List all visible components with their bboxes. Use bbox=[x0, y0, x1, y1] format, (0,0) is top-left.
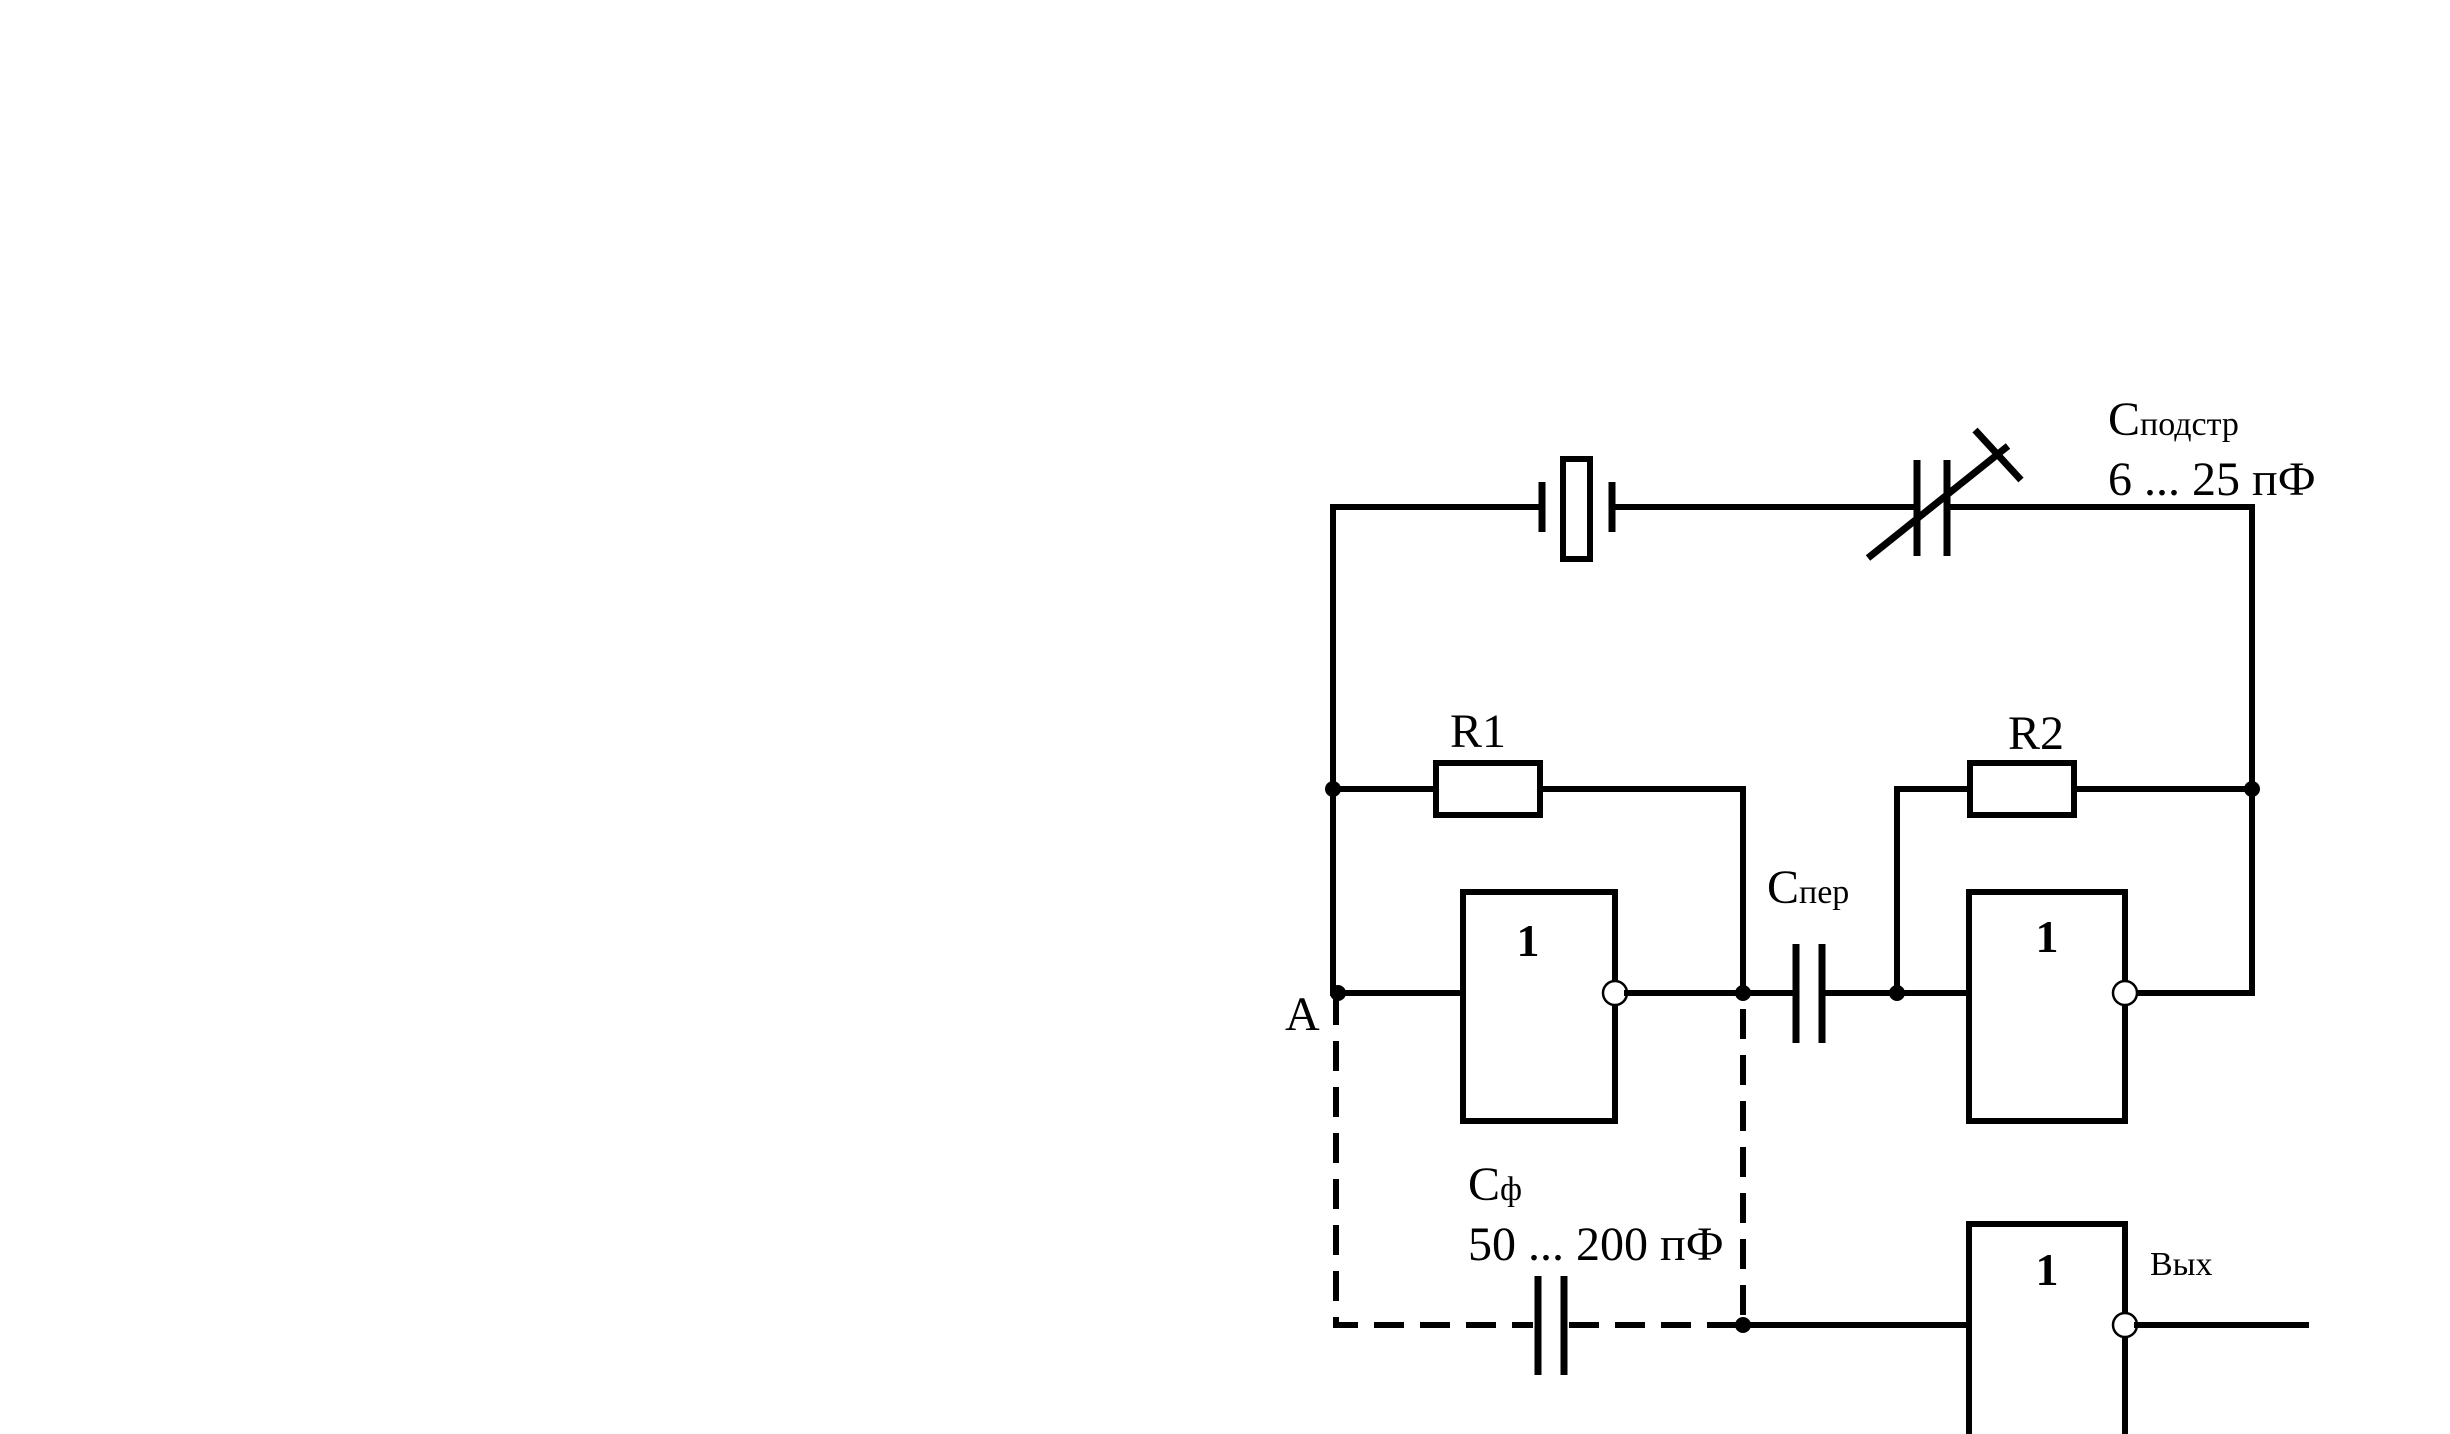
node-a-label: A bbox=[1285, 988, 1320, 1041]
filter-cap-label: Cф bbox=[1468, 1158, 1522, 1211]
junction-gate1-out bbox=[1735, 985, 1751, 1001]
trimmer-cap-range: 6 ... 25 пФ bbox=[2108, 453, 2316, 506]
junction-r2-right bbox=[2244, 781, 2260, 797]
coupling-cap-label: Cпер bbox=[1767, 861, 1849, 914]
quartz-crystal bbox=[1538, 456, 1616, 562]
gate-2-label: 1 bbox=[2036, 911, 2059, 962]
junction-node-a bbox=[1330, 985, 1346, 1001]
coupling-capacitor bbox=[1740, 944, 1972, 1043]
junction-gate2-in bbox=[1889, 985, 1905, 1001]
trimmer-capacitor bbox=[1865, 427, 2024, 561]
junction-r1-left bbox=[1325, 781, 1341, 797]
r1-branch bbox=[1330, 760, 1746, 996]
r2-label: R2 bbox=[2008, 707, 2064, 760]
output-label: Вых bbox=[2150, 1246, 2213, 1283]
top-feedback-loop bbox=[1330, 504, 2255, 996]
inverter-gate-2 bbox=[1966, 889, 2139, 1124]
gate-3-label: 1 bbox=[2036, 1244, 2059, 1295]
output-inverter-gate-3 bbox=[1740, 1221, 2309, 1434]
filter-cap-range: 50 ... 200 пФ bbox=[1468, 1218, 1724, 1271]
junction-output-in bbox=[1735, 1317, 1751, 1333]
inverter-gate-1 bbox=[1335, 889, 1746, 1124]
gate-1-label: 1 bbox=[1517, 915, 1540, 966]
r2-branch bbox=[1894, 760, 2255, 996]
junction-nodes bbox=[1325, 781, 2260, 1333]
trimmer-cap-label: Cподстр bbox=[2108, 393, 2239, 446]
r1-label: R1 bbox=[1450, 705, 1506, 758]
filter-capacitor-branch bbox=[1333, 995, 1746, 1375]
